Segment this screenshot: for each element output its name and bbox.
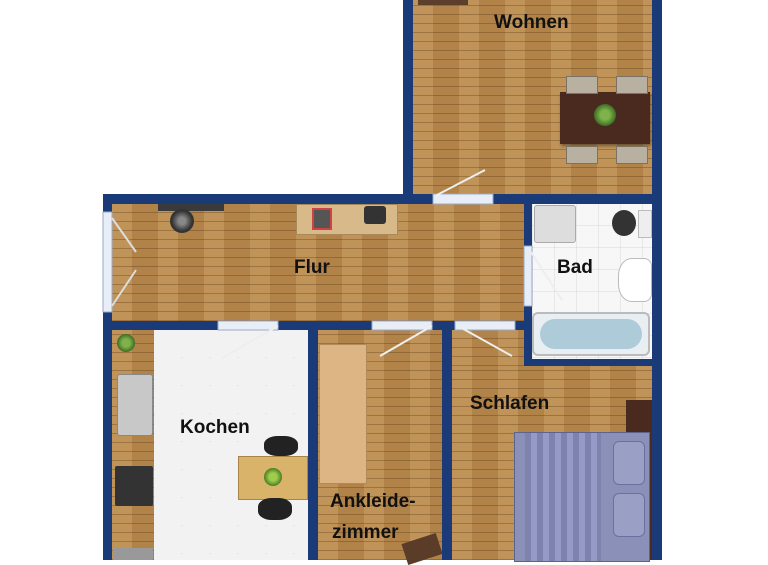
door-bad-opening	[523, 245, 533, 307]
room-label-schlafen: Schlafen	[470, 393, 550, 414]
coat-rack	[158, 204, 224, 211]
stove-icon	[115, 466, 153, 506]
kitchen-sink-icon	[117, 374, 153, 436]
plant-icon	[117, 334, 135, 352]
door-schlafen-leaf	[457, 325, 513, 357]
wall-kochen-right	[308, 321, 318, 560]
door-wohnen-opening	[432, 193, 494, 205]
wall-wohnen-bottom	[413, 194, 653, 204]
fridge	[113, 548, 153, 560]
door-kochen-opening	[217, 320, 279, 331]
kitchen-chair	[264, 436, 298, 456]
door-kochen-leaf	[221, 325, 279, 359]
washing-machine	[534, 205, 576, 243]
floor-schlafen-upper	[452, 330, 524, 366]
door-flur-leaf-1	[111, 217, 137, 253]
toilet-tank	[638, 210, 652, 238]
bathtub-basin	[540, 319, 642, 349]
room-label-kochen: Kochen	[180, 417, 250, 438]
wall-wohnen-left	[403, 0, 413, 204]
door-ankleide-opening	[371, 320, 433, 331]
toilet-icon	[612, 210, 636, 236]
shelf-top	[418, 0, 468, 5]
plant-icon	[264, 468, 282, 486]
wall-bad-bottom	[524, 359, 662, 366]
pillow	[613, 441, 645, 485]
window-flur	[102, 211, 113, 313]
door-schlafen-opening	[454, 320, 516, 331]
wall-flur-top	[103, 194, 413, 204]
sink-icon	[618, 258, 652, 302]
door-wohnen-leaf	[434, 169, 486, 197]
door-flur-leaf-2	[111, 269, 137, 307]
plant-icon	[594, 104, 616, 126]
bed	[514, 432, 650, 562]
floor-kueche-counter	[112, 330, 154, 560]
dining-chair	[566, 146, 598, 164]
wall-right	[652, 0, 662, 560]
room-label-ankleide-line2: zimmer	[332, 522, 399, 543]
pillow	[613, 493, 645, 537]
room-label-bad: Bad	[557, 257, 593, 278]
bathtub	[532, 312, 650, 356]
door-bad-leaf	[530, 251, 563, 301]
dining-chair	[616, 76, 648, 94]
wardrobe	[319, 344, 367, 484]
wall-ankleide-right	[442, 321, 452, 560]
room-label-flur: Flur	[294, 257, 330, 278]
room-label-ankleide-line1: Ankleide-	[330, 491, 416, 512]
dining-chair	[566, 76, 598, 94]
blanket	[525, 433, 601, 561]
kitchen-chair	[258, 498, 292, 520]
door-ankleide-leaf	[379, 325, 433, 357]
dining-chair	[616, 146, 648, 164]
umbrella-stand-icon	[170, 209, 194, 233]
books-icon	[312, 208, 332, 230]
room-label-wohnen: Wohnen	[494, 12, 569, 33]
wall-left	[103, 194, 112, 560]
telephone-icon	[364, 206, 386, 224]
